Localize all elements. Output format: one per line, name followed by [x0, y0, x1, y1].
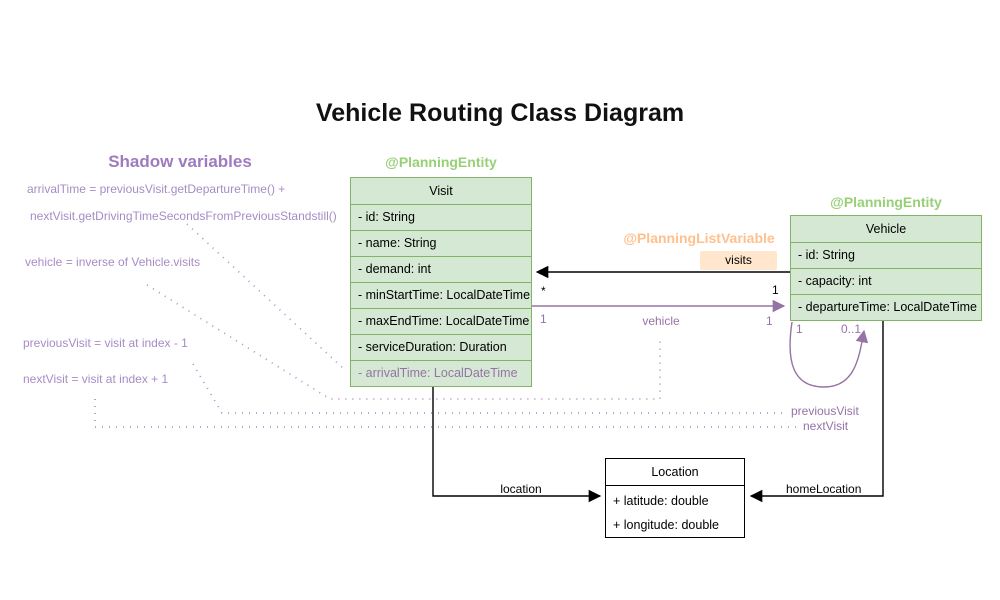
previous-visit-label: previousVisit — [791, 404, 859, 418]
shadow-variables-heading: Shadow variables — [108, 152, 252, 171]
vehicle-association-label: vehicle — [642, 314, 680, 328]
location-association-line — [432, 386, 602, 503]
vehicle-attr-departuretime: - departureTime: LocalDateTime — [798, 300, 978, 314]
next-visit-label: nextVisit — [803, 419, 849, 433]
diagram-title: Vehicle Routing Class Diagram — [315, 99, 685, 127]
location-association-label: location — [500, 482, 542, 496]
shadow-note-vehicle: vehicle = inverse of Vehicle.visits — [25, 255, 201, 269]
visit-attr-id: - id: String — [351, 205, 531, 231]
vehicle-planning-entity-annotation: @PlanningEntity — [830, 194, 942, 210]
visit-attr-minstarttime: - minStartTime: LocalDateTime — [351, 283, 531, 309]
visits-multiplicity-one: 1 — [772, 283, 779, 297]
visits-association-label: visits — [700, 251, 777, 270]
location-class-name: Location — [606, 459, 744, 486]
location-class-box: Location + latitude: double + longitude:… — [605, 458, 745, 538]
vehicle-class-box: Vehicle - id: String - capacity: int - d… — [790, 215, 982, 321]
visit-attr-demand: - demand: int — [351, 257, 531, 283]
dotted-link-arrivaltime — [186, 223, 346, 371]
home-location-association-line — [749, 321, 884, 503]
vehicle-attr-capacity: - capacity: int — [791, 269, 981, 295]
shadow-note-arrivaltime-1: arrivalTime = previousVisit.getDeparture… — [27, 182, 286, 196]
location-attr-latitude: + latitude: double — [613, 494, 709, 508]
vehicle-multiplicity-right: 1 — [766, 314, 773, 328]
loop-multiplicity-zero-one: 0..1 — [841, 322, 862, 336]
dotted-link-previousvisit — [192, 363, 787, 414]
vehicle-self-loop-line — [789, 321, 869, 388]
shadow-note-arrivaltime-2: nextVisit.getDrivingTimeSecondsFromPrevi… — [30, 209, 337, 223]
visit-attr-name: - name: String — [351, 231, 531, 257]
vehicle-multiplicity-left: 1 — [540, 312, 547, 326]
dotted-link-nextvisit — [94, 399, 798, 428]
location-attr-longitude: + longitude: double — [613, 518, 719, 532]
visit-attr-serviceduration: - serviceDuration: Duration — [351, 335, 531, 361]
visit-attr-arrivaltime: - arrivalTime: LocalDateTime — [358, 366, 518, 380]
loop-multiplicity-one: 1 — [796, 322, 803, 336]
shadow-note-previousvisit: previousVisit = visit at index - 1 — [23, 336, 188, 350]
visit-attr-maxendtime: - maxEndTime: LocalDateTime — [351, 309, 531, 335]
visit-class-name: Visit — [351, 178, 531, 205]
visits-multiplicity-star: * — [541, 284, 546, 298]
vehicle-attr-id: - id: String — [791, 243, 981, 269]
planning-list-variable-annotation: @PlanningListVariable — [623, 230, 775, 246]
visit-class-box: Visit - id: String - name: String - dema… — [350, 177, 532, 387]
shadow-note-nextvisit: nextVisit = visit at index + 1 — [23, 372, 169, 386]
vehicle-class-name: Vehicle — [791, 216, 981, 243]
home-location-association-label: homeLocation — [786, 482, 862, 496]
visit-planning-entity-annotation: @PlanningEntity — [385, 154, 497, 170]
